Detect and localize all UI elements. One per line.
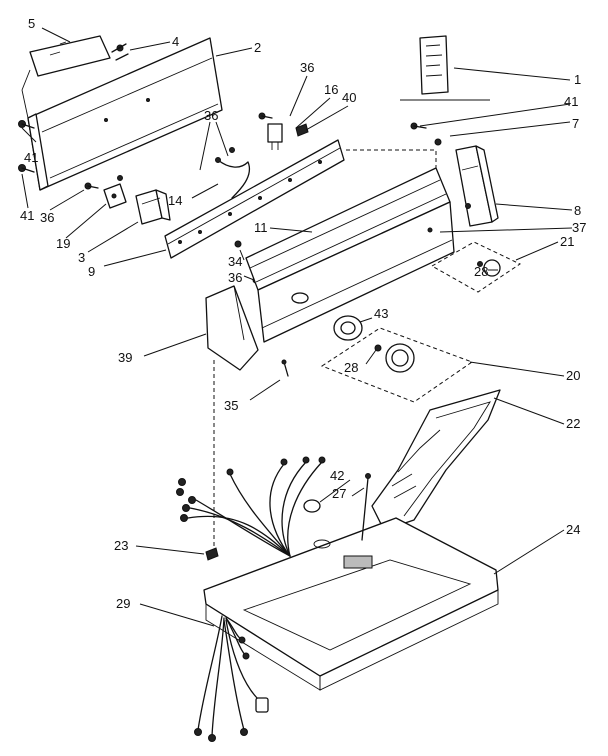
callout-5: 5 [28, 16, 35, 31]
callout-20: 20 [566, 368, 580, 383]
callout-41-right: 41 [564, 94, 578, 109]
part-11-console-body [245, 149, 455, 343]
part-41-screws-left [18, 120, 35, 173]
callout-16: 16 [324, 82, 338, 97]
part-34-screw [234, 240, 242, 248]
upper-wire-harness [176, 456, 326, 557]
callout-36-lower: 36 [228, 270, 242, 285]
callout-22: 22 [566, 416, 580, 431]
callout-36-middle: 36 [204, 108, 218, 123]
callout-labels: 5 4 2 1 41 7 8 37 21 28 20 22 24 36 16 4… [20, 16, 586, 611]
part-19-switch [103, 183, 127, 209]
callout-40: 40 [342, 90, 356, 105]
callout-23: 23 [114, 538, 128, 553]
part-1-instruction-card [400, 35, 490, 101]
part-41-screw-right [410, 122, 427, 130]
callout-43: 43 [374, 306, 388, 321]
part-20-knob-group [320, 327, 474, 403]
part-14-wire [215, 147, 251, 199]
part-37-screw [427, 227, 433, 233]
part-35-screw [281, 359, 289, 377]
part-42-grommet [303, 499, 321, 513]
part-8-end-cap [434, 138, 499, 227]
callout-1: 1 [574, 72, 581, 87]
part-39-end-panel [205, 285, 259, 371]
callout-8: 8 [574, 203, 581, 218]
callout-41-left-upper: 41 [24, 150, 38, 165]
callout-24: 24 [566, 522, 580, 537]
callout-36-left: 36 [40, 210, 54, 225]
part-4-screws [111, 43, 129, 61]
part-5-rear-panel [29, 35, 111, 77]
part-3-timer [135, 189, 171, 225]
callout-9: 9 [88, 264, 95, 279]
callout-7: 7 [572, 116, 579, 131]
part-22-duct [371, 389, 501, 531]
callout-27: 27 [332, 486, 346, 501]
callout-42: 42 [330, 468, 344, 483]
callout-14: 14 [168, 193, 182, 208]
part-21-knob-group [430, 241, 522, 293]
part-23-clip [205, 547, 219, 561]
callout-29: 29 [116, 596, 130, 611]
callout-28-lower: 28 [344, 360, 358, 375]
callout-11: 11 [254, 220, 268, 235]
part-43-ring [333, 315, 363, 341]
callout-21: 21 [560, 234, 574, 249]
part-27-pin [361, 473, 371, 541]
callout-39: 39 [118, 350, 132, 365]
callout-4: 4 [172, 34, 179, 49]
part-16-thermostat [267, 123, 283, 150]
part-29-lower-wire-harness [194, 615, 269, 742]
part-9-control-bracket [164, 139, 345, 259]
callout-19: 19 [56, 236, 70, 251]
part-2-console-back [21, 37, 223, 191]
callout-41-left-lower: 41 [20, 208, 34, 223]
callout-3: 3 [78, 250, 85, 265]
callout-28-upper: 28 [474, 264, 488, 279]
part-40-clip [295, 123, 309, 137]
callout-2: 2 [254, 40, 261, 55]
callout-36-top: 36 [300, 60, 314, 75]
callout-37: 37 [572, 220, 586, 235]
callout-35: 35 [224, 398, 238, 413]
callout-34: 34 [228, 254, 242, 269]
leader-lines [21, 27, 573, 627]
part-24-top-panel [203, 517, 499, 691]
